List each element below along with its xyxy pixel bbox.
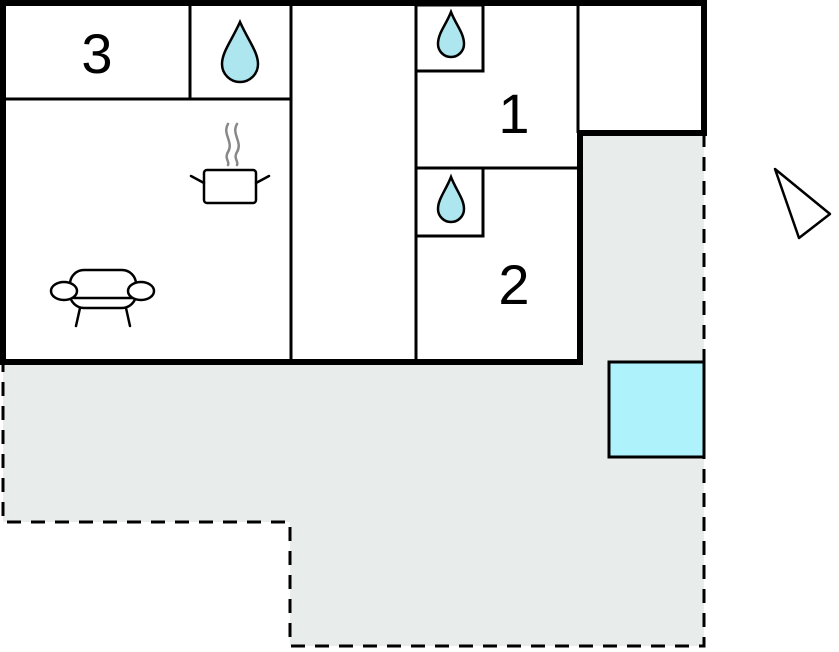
terrace-area [3, 133, 704, 646]
bath-room2 [414, 166, 485, 238]
house-outer-wall [0, 0, 707, 365]
room-label-3: 3 [81, 22, 112, 85]
pool [607, 360, 706, 459]
room-label-1: 1 [498, 82, 529, 145]
sofa-icon [49, 268, 156, 328]
water-drop-icon [436, 173, 466, 224]
water-drop-icon [436, 8, 466, 59]
room-label-2: 2 [498, 253, 529, 316]
water-drop-icon [220, 18, 260, 84]
north-arrow-icon [773, 167, 832, 240]
terrace-dashed-border [1, 133, 706, 648]
cooking-pot-icon [189, 122, 271, 205]
